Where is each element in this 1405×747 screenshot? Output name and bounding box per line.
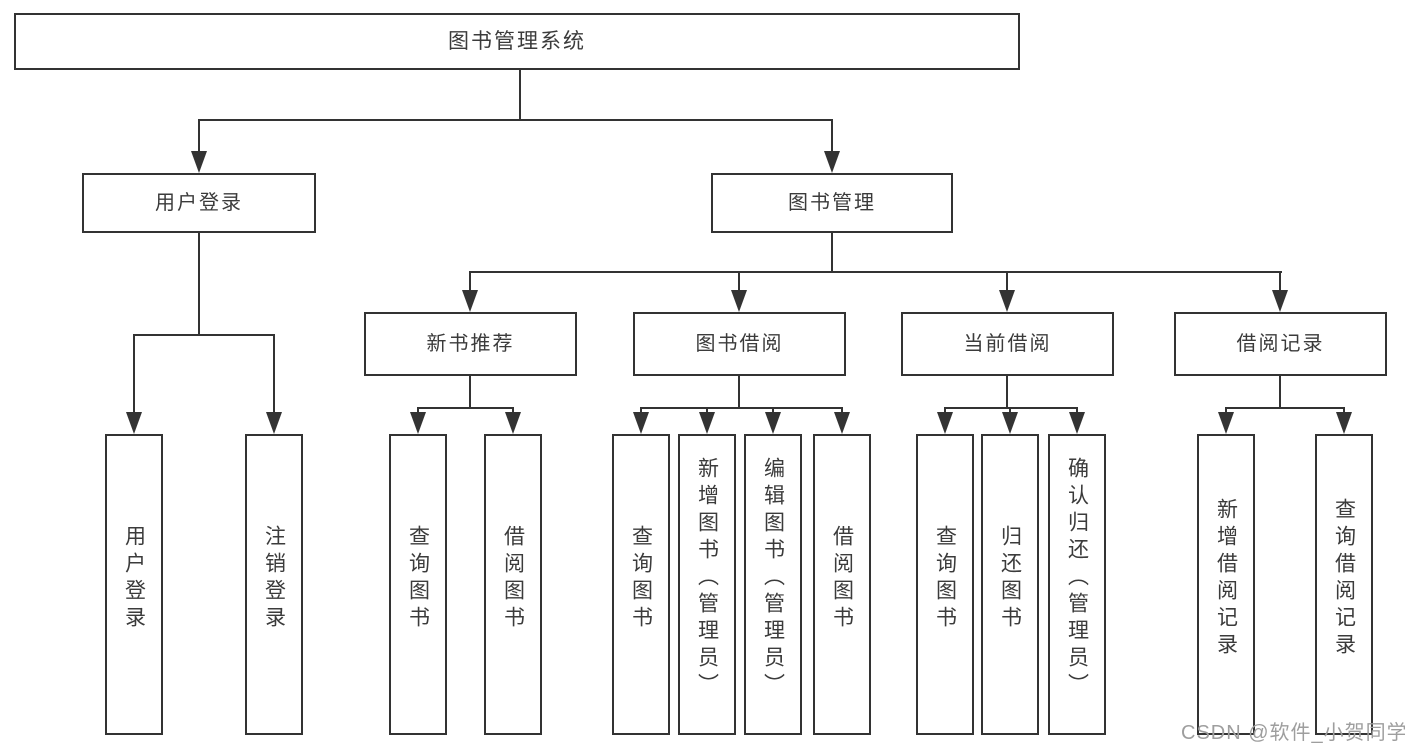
connector-bookmgmt-bar <box>469 271 1282 273</box>
connector-drop <box>1343 407 1345 414</box>
connector-drop <box>1076 407 1078 414</box>
connector-drop <box>1279 271 1281 291</box>
connector-drop <box>738 271 740 291</box>
node-borrow-books: 借阅图书 <box>484 434 542 735</box>
node-query-books: 查询图书 <box>389 434 447 735</box>
connector-drop-user-login <box>198 119 200 152</box>
arrow-down-icon <box>126 412 142 434</box>
arrow-down-icon <box>999 290 1015 312</box>
connector-bookmgmt-stem <box>831 233 833 272</box>
node-query-borrow-record: 查询借阅记录 <box>1315 434 1373 735</box>
connector-drop <box>469 271 471 291</box>
node-edit-book-admin: 编辑图书（管理员） <box>744 434 802 735</box>
connector-drop <box>1006 271 1008 291</box>
node-borrow-books: 借阅图书 <box>813 434 871 735</box>
node-library-system: 图书管理系统 <box>14 13 1020 70</box>
node-book-management: 图书管理 <box>711 173 953 233</box>
node-query-books: 查询图书 <box>916 434 974 735</box>
connector-drop <box>133 334 135 412</box>
arrow-down-icon <box>1272 290 1288 312</box>
node-return-book: 归还图书 <box>981 434 1039 735</box>
connector-drop <box>706 407 708 414</box>
node-current-borrowing: 当前借阅 <box>901 312 1114 376</box>
arrow-down-icon <box>462 290 478 312</box>
node-confirm-return-admin: 确认归还（管理员） <box>1048 434 1106 735</box>
connector-stem <box>738 376 740 408</box>
arrow-down-icon <box>1002 412 1018 434</box>
arrow-down-icon <box>731 290 747 312</box>
arrow-down-icon <box>834 412 850 434</box>
arrow-down-icon <box>765 412 781 434</box>
arrow-down-icon <box>824 151 840 173</box>
connector-bar <box>944 407 1078 409</box>
node-user-login: 用户登录 <box>82 173 316 233</box>
connector-root-stem <box>519 70 521 120</box>
connector-userlogin-stem <box>198 233 200 335</box>
arrow-down-icon <box>1069 412 1085 434</box>
watermark: CSDN @软件_小贺同学 <box>1181 722 1405 744</box>
arrow-down-icon <box>1336 412 1352 434</box>
connector-drop <box>417 407 419 414</box>
arrow-down-icon <box>633 412 649 434</box>
connector-bar <box>640 407 843 409</box>
connector-drop <box>1009 407 1011 414</box>
node-logout-action: 注销登录 <box>245 434 303 735</box>
node-book-borrowing: 图书借阅 <box>633 312 846 376</box>
arrow-down-icon <box>266 412 282 434</box>
arrow-down-icon <box>191 151 207 173</box>
connector-root-bar <box>198 119 833 121</box>
connector-drop-book-mgmt <box>831 119 833 152</box>
node-add-book-admin: 新增图书（管理员） <box>678 434 736 735</box>
node-query-books: 查询图书 <box>612 434 670 735</box>
connector-drop <box>273 334 275 412</box>
connector-userlogin-bar <box>133 334 275 336</box>
node-new-book-recommend: 新书推荐 <box>364 312 577 376</box>
connector-stem <box>469 376 471 408</box>
node-add-borrow-record: 新增借阅记录 <box>1197 434 1255 735</box>
connector-drop <box>640 407 642 414</box>
node-user-login-action: 用户登录 <box>105 434 163 735</box>
connector-bar <box>1225 407 1345 409</box>
arrow-down-icon <box>410 412 426 434</box>
connector-drop <box>512 407 514 414</box>
connector-drop <box>772 407 774 414</box>
node-borrowing-records: 借阅记录 <box>1174 312 1387 376</box>
arrow-down-icon <box>699 412 715 434</box>
arrow-down-icon <box>937 412 953 434</box>
connector-bar <box>417 407 514 409</box>
connector-drop <box>1225 407 1227 414</box>
connector-drop <box>841 407 843 414</box>
connector-stem <box>1279 376 1281 408</box>
arrow-down-icon <box>505 412 521 434</box>
connector-drop <box>944 407 946 414</box>
connector-stem <box>1006 376 1008 408</box>
arrow-down-icon <box>1218 412 1234 434</box>
